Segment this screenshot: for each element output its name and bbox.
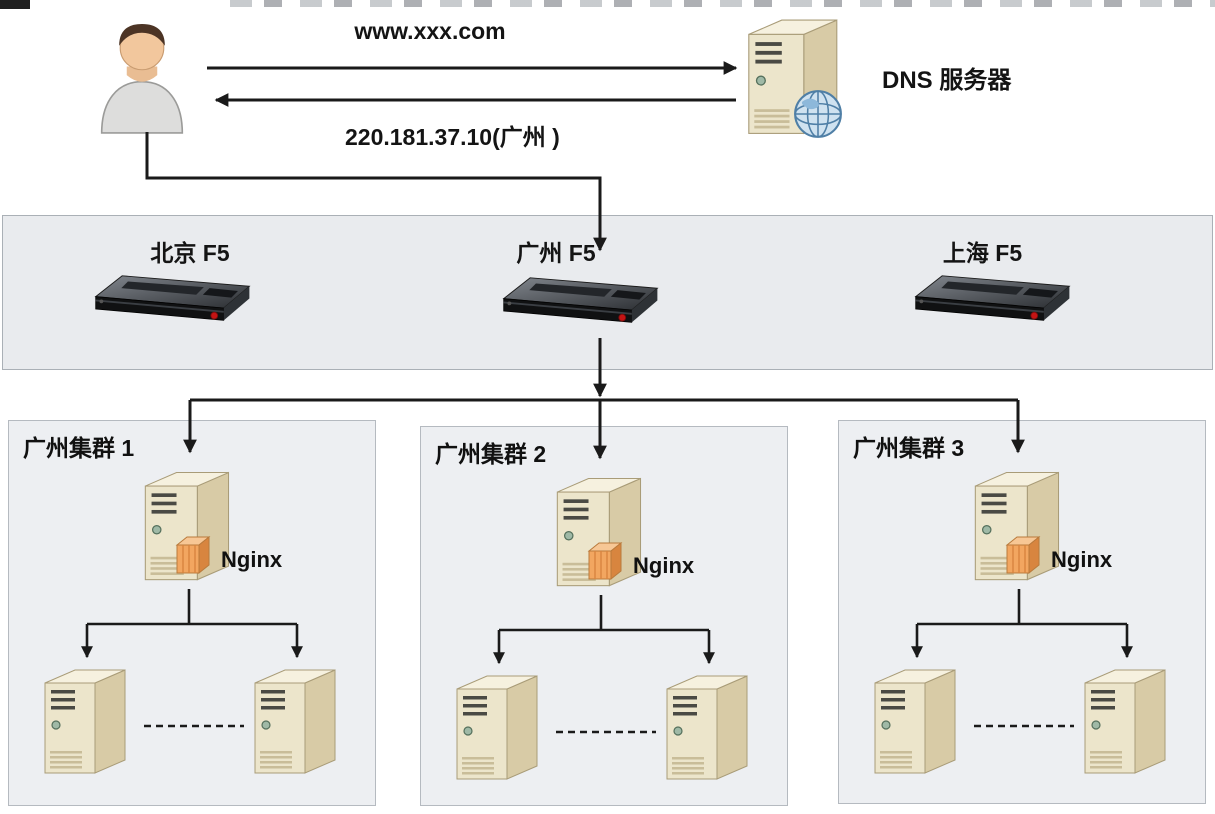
backend-server-icon	[456, 675, 538, 780]
user-icon	[86, 12, 198, 134]
f5-beijing-label: 北京 F5	[150, 240, 230, 266]
cluster-box-3: 广州集群 3 Nginx	[838, 420, 1206, 804]
backend-server-icon	[874, 669, 956, 774]
cluster-2-graphics	[456, 477, 748, 780]
dns-response-ip-label: 220.181.37.10(广州 )	[345, 124, 560, 150]
nginx-label: Nginx	[1051, 547, 1113, 572]
cluster-1-graphics	[44, 471, 336, 774]
nginx-label: Nginx	[221, 547, 283, 572]
nginx-module-icon	[588, 542, 622, 580]
f5-guangzhou-label: 广州 F5	[516, 240, 596, 266]
f5-shanghai-label: 上海 F5	[942, 240, 1023, 266]
globe-icon	[792, 88, 844, 140]
f5-rack-guangzhou-icon	[498, 272, 664, 331]
nginx-module-icon	[176, 536, 210, 574]
backend-server-icon	[1084, 669, 1166, 774]
cluster-3-graphics	[874, 471, 1166, 774]
request-url-label: www.xxx.com	[354, 18, 506, 44]
backend-server-icon	[44, 669, 126, 774]
backend-server-icon	[254, 669, 336, 774]
backend-server-icon	[666, 675, 748, 780]
f5-rack-beijing-icon	[90, 270, 256, 329]
cluster-3-label: 广州集群 3	[853, 435, 965, 461]
cluster-2-label: 广州集群 2	[435, 441, 547, 467]
screenshot-crop-artifact	[0, 0, 30, 9]
nginx-label: Nginx	[633, 553, 695, 578]
dns-server-label: DNS 服务器	[882, 67, 1012, 94]
nginx-module-icon	[1006, 536, 1040, 574]
cluster-1-label: 广州集群 1	[23, 435, 135, 461]
cluster-box-2: 广州集群 2 Nginx	[420, 426, 788, 806]
screenshot-crop-artifact	[230, 0, 1215, 7]
f5-rack-shanghai-icon	[910, 270, 1076, 329]
cluster-box-1: 广州集群 1 Nginx	[8, 420, 376, 806]
